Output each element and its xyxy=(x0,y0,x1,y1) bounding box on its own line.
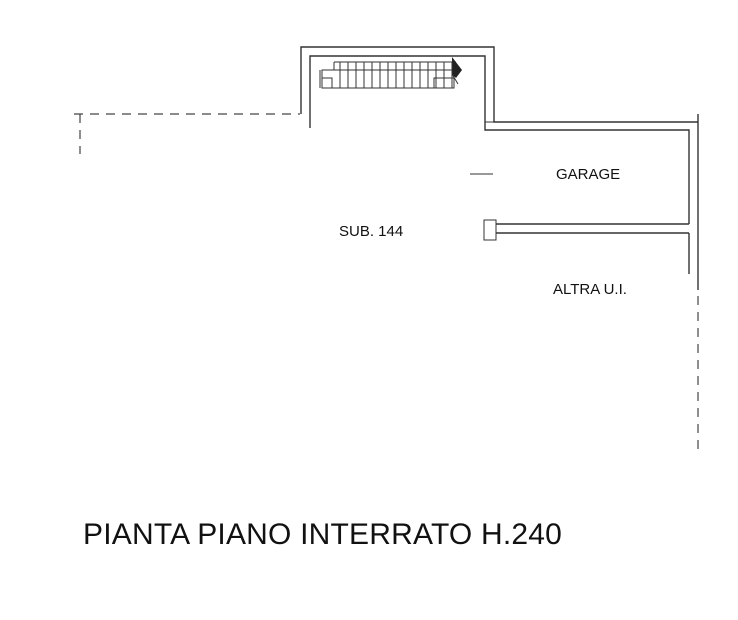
dashed-boundary-left xyxy=(74,113,300,154)
partition-wall xyxy=(483,219,690,274)
stair-niche-walls xyxy=(300,46,698,224)
staircase-icon xyxy=(319,57,462,89)
room-label-sub: SUB. 144 xyxy=(339,223,404,240)
plan-title: PIANTA PIANO INTERRATO H.240 xyxy=(83,518,563,551)
room-label-altra: ALTRA U.I. xyxy=(553,281,627,298)
room-label-garage: GARAGE xyxy=(556,166,621,183)
